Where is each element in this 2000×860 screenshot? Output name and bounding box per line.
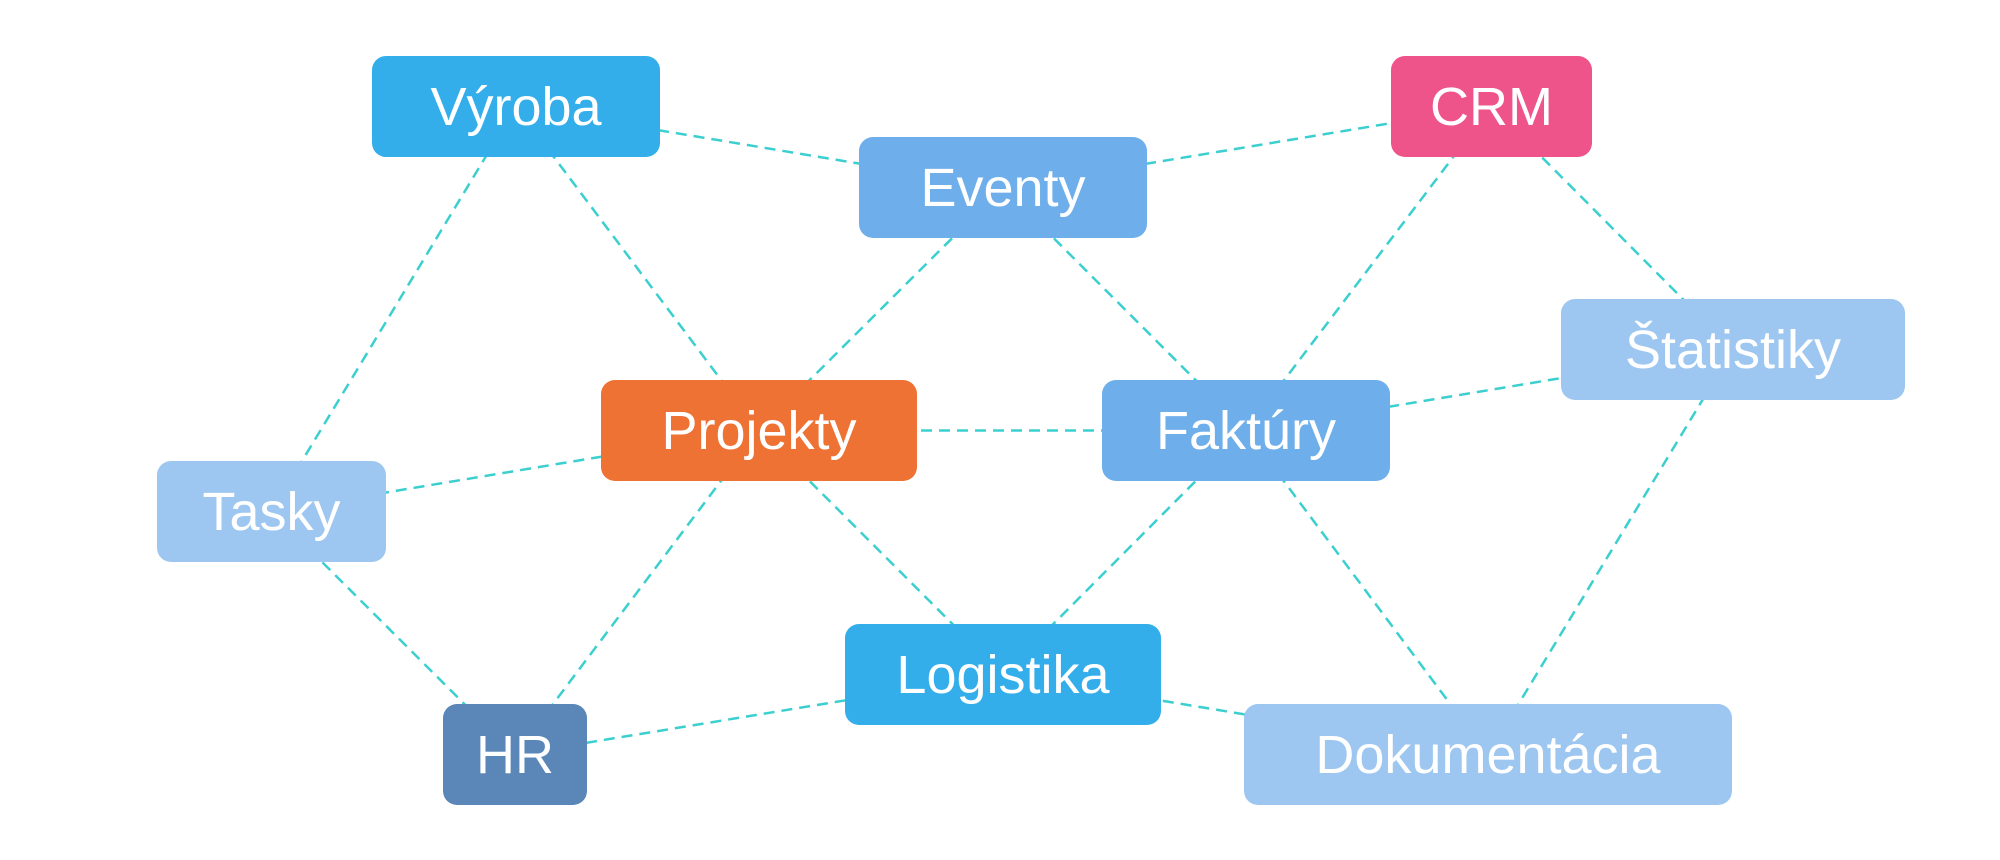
node-label: HR [476,724,554,785]
node-label: Výroba [430,76,602,137]
node-tasky: Tasky [157,461,386,562]
node-label: Faktúry [1155,400,1337,461]
node-label: Tasky [202,481,341,542]
node-label: CRM [1430,76,1553,137]
edge-crm-faktury [1245,105,1493,432]
node-projekty: Projekty [601,380,917,481]
node-dokumentacia: Dokumentácia [1244,704,1732,805]
edge-vyroba-tasky [270,105,518,513]
node-label: Štatistiky [1624,319,1842,380]
edge-faktury-dokumentacia [1244,429,1490,756]
node-statistiky: Štatistiky [1561,299,1905,400]
edge-projekty-hr [514,429,760,756]
node-label: Eventy [920,157,1086,218]
node-faktury: Faktúry [1102,380,1390,481]
node-hr: HR [443,704,587,805]
edge-hr-logistika [514,673,1004,756]
node-vyroba: Výroba [372,56,660,157]
node-eventy: Eventy [859,137,1147,238]
node-crm: CRM [1391,56,1592,157]
node-label: Logistika [896,644,1110,705]
edge-statistiky-dokumentacia [1486,348,1735,756]
node-label: Dokumentácia [1315,724,1661,785]
node-logistika: Logistika [845,624,1161,725]
edge-vyroba-projekty [515,105,760,432]
node-label: Projekty [661,400,857,461]
